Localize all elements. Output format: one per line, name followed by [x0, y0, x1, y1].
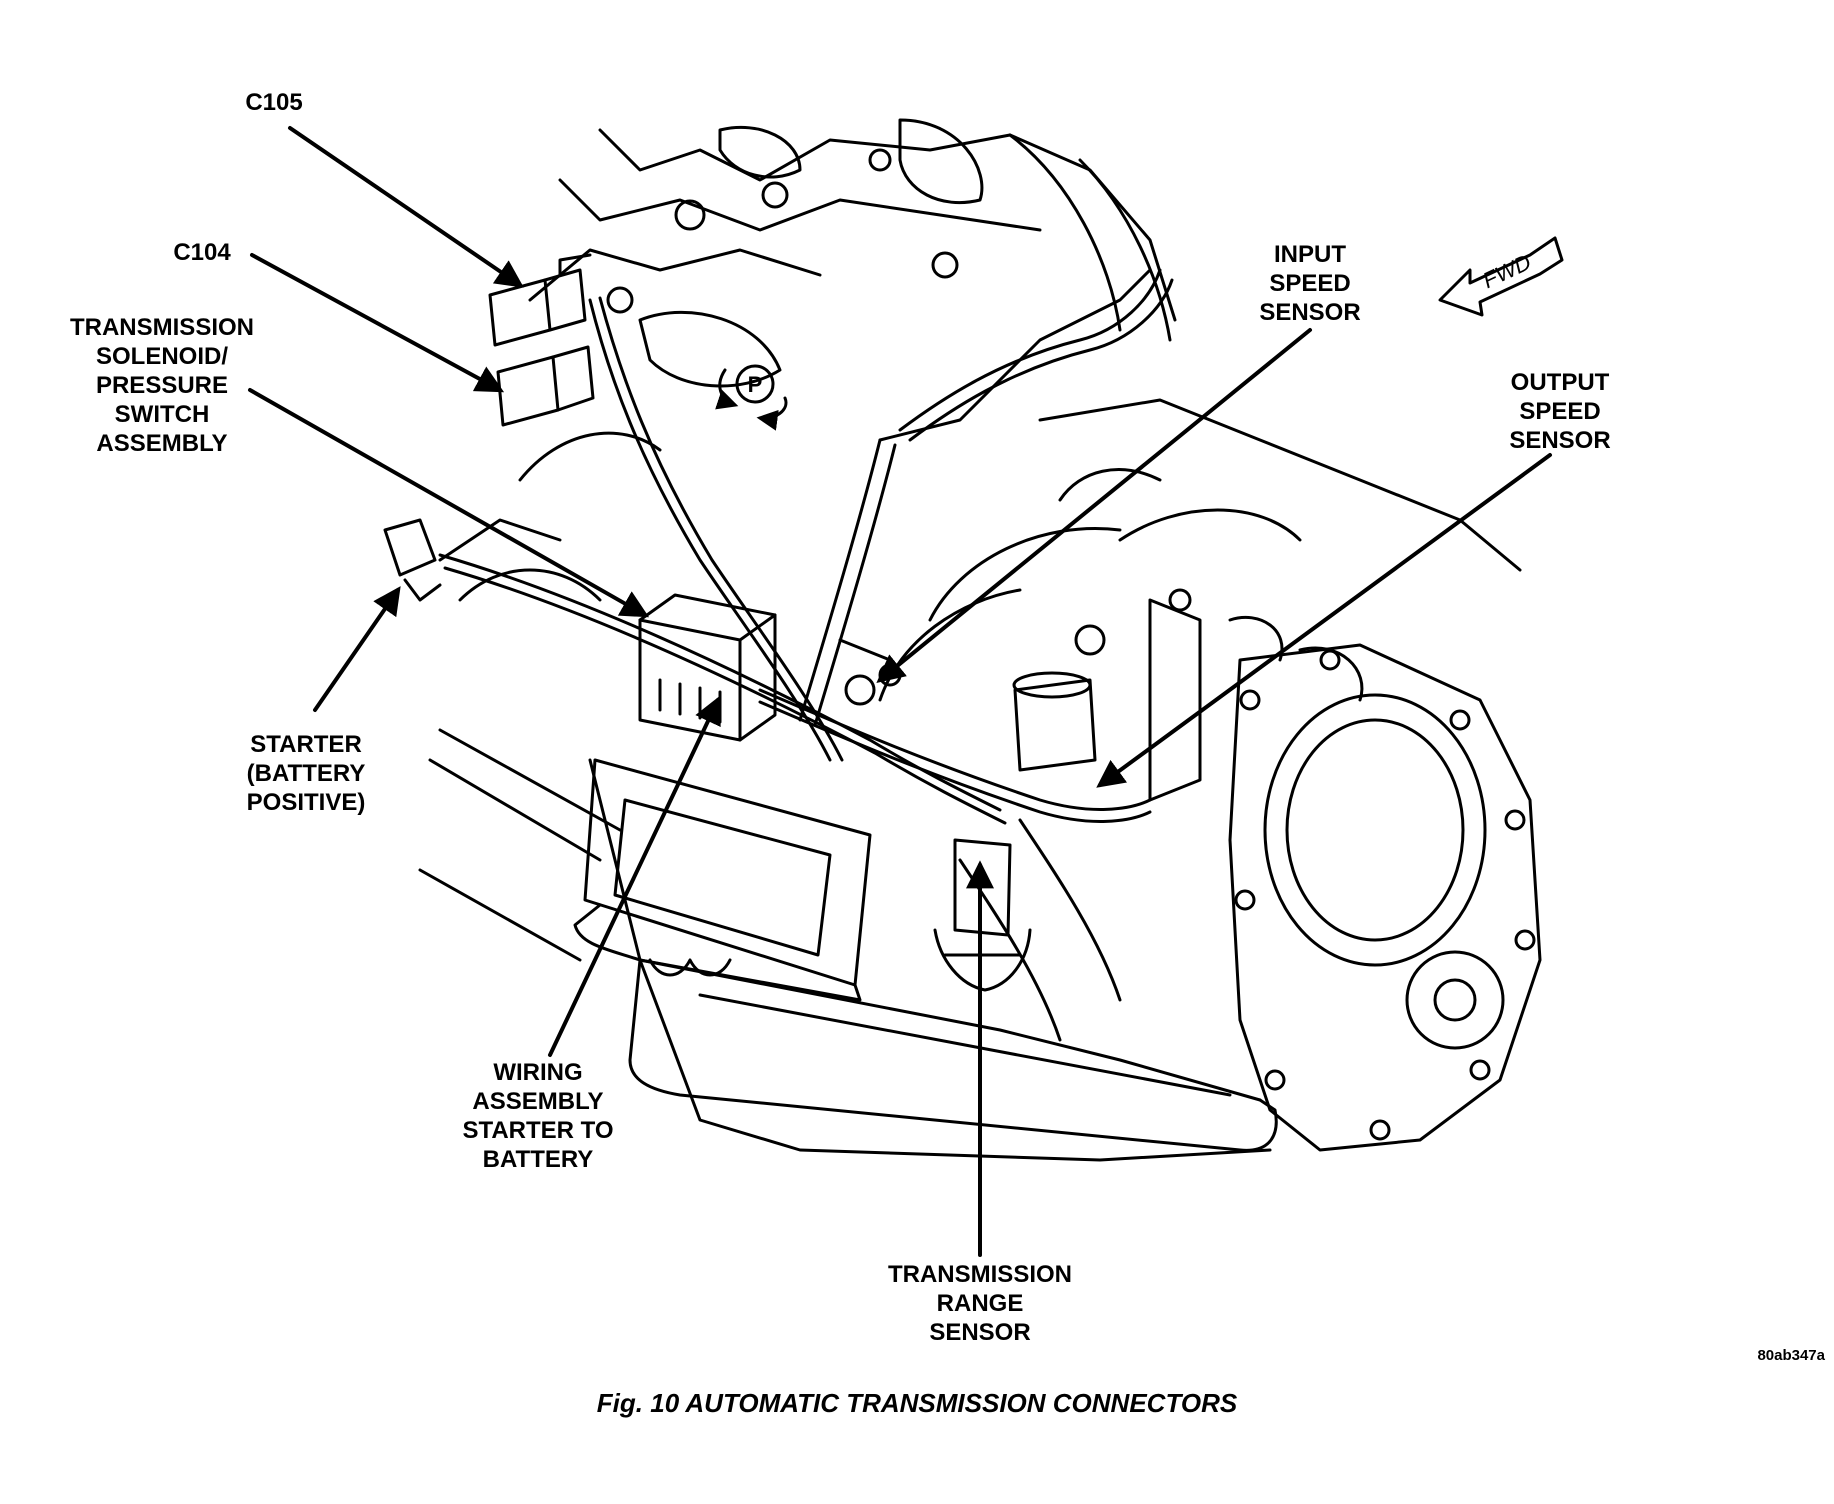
label-input-speed-sensor: INPUT SPEED SENSOR — [1259, 241, 1361, 326]
connector-c105 — [488, 253, 592, 347]
connector-c104 — [496, 345, 595, 427]
label-range-sensor: TRANSMISSION RANGE SENSOR — [887, 1261, 1072, 1346]
arrow-c104 — [250, 253, 505, 393]
label-c104: C104 — [173, 239, 231, 266]
starter-terminal — [383, 518, 442, 602]
park-symbol: P — [748, 372, 763, 397]
label-transmission-solenoid: TRANSMISSION SOLENOID/ PRESSURE SWITCH A… — [69, 314, 254, 457]
dipstick-tube — [798, 268, 1152, 727]
label-starter: STARTER (BATTERY POSITIVE) — [246, 731, 366, 816]
engine-block — [528, 118, 1177, 388]
label-output-speed-sensor: OUTPUT SPEED SENSOR — [1509, 369, 1611, 454]
side-cover — [1228, 643, 1542, 1152]
wiring-harness — [438, 268, 1174, 825]
arrow-wiring — [548, 695, 721, 1057]
label-c105: C105 — [245, 89, 303, 116]
fwd-label: FWD — [1479, 249, 1535, 293]
fwd-arrow: FWD — [1438, 236, 1564, 317]
figure-caption: Fig. 10 AUTOMATIC TRANSMISSION CONNECTOR… — [596, 1388, 1238, 1418]
figure-code: 80ab347a — [1757, 1347, 1825, 1364]
arrow-input — [876, 328, 1312, 683]
transmission-case — [588, 398, 1522, 1162]
label-wiring-assembly: WIRING ASSEMBLY STARTER TO BATTERY — [462, 1059, 614, 1173]
arrow-solenoid — [248, 388, 650, 618]
arrow-c105 — [288, 126, 524, 288]
arrow-output — [1096, 453, 1552, 788]
output-sensor-body — [1012, 671, 1097, 772]
oil-pan — [628, 958, 1278, 1152]
frame-rails — [418, 431, 662, 962]
arrow-starter — [313, 586, 401, 712]
park-indicator: P — [715, 364, 788, 431]
leader-arrows — [248, 126, 1552, 1257]
range-sensor-body — [933, 838, 1032, 992]
